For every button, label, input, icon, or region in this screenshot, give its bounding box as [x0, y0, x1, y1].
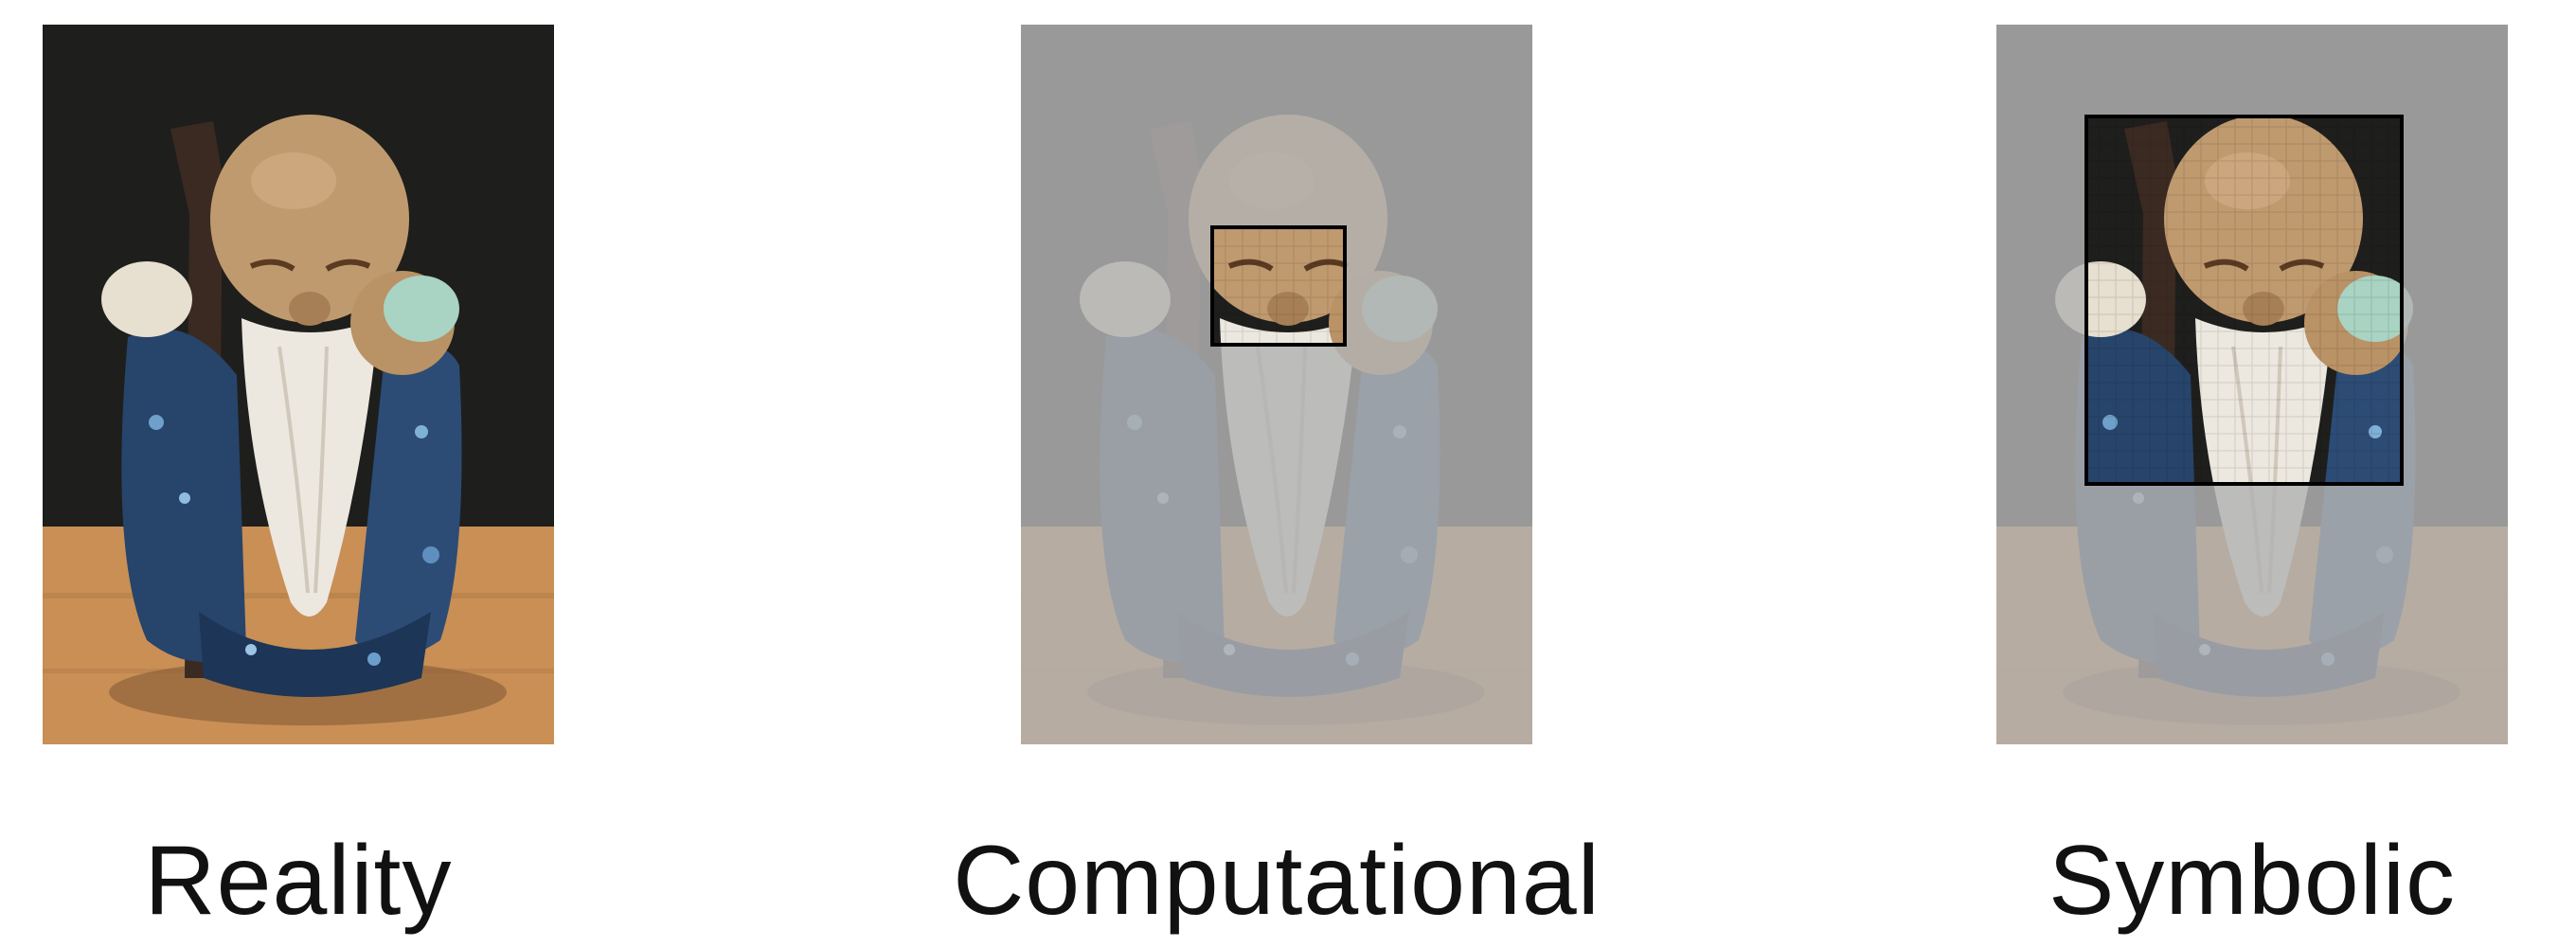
- figure-bounding-box: [2084, 115, 2404, 486]
- figure-crop: [2086, 116, 2402, 484]
- caption-computational: Computational: [953, 826, 1601, 936]
- caption-symbolic: Symbolic: [2048, 826, 2456, 936]
- caption-reality: Reality: [144, 826, 453, 936]
- face-bounding-box: [1210, 225, 1347, 347]
- face-crop: [1212, 227, 1345, 345]
- computational-image: [1021, 25, 1532, 744]
- symbolic-image: [1996, 25, 2508, 744]
- reality-image: [43, 25, 554, 744]
